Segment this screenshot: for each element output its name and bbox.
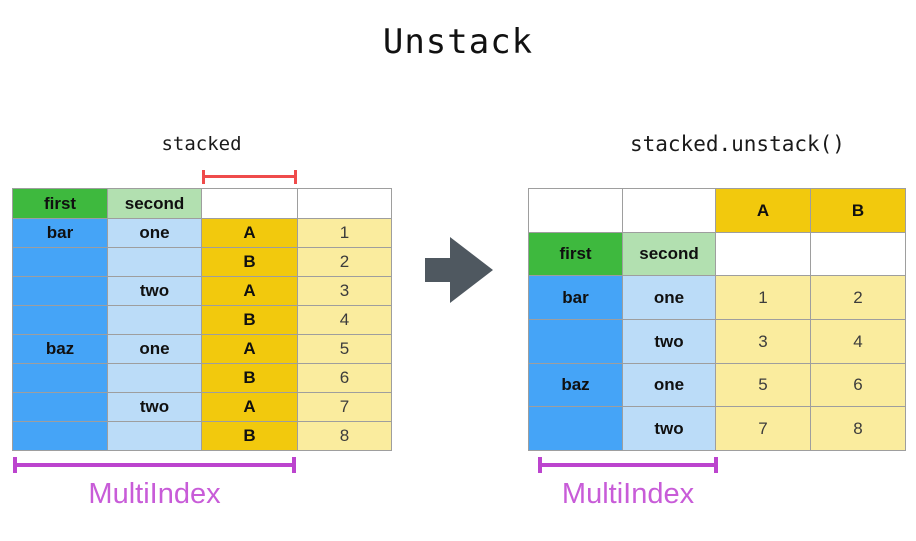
multiindex-bracket-left: [13, 457, 296, 473]
bracket-line: [13, 463, 296, 467]
index-cell: [108, 422, 202, 451]
value-cell: 1: [716, 276, 811, 320]
bracket-tick: [714, 457, 718, 473]
index-cell: bar: [529, 276, 623, 320]
index-cell: A: [202, 335, 298, 364]
index-cell: [529, 320, 623, 364]
index-cell: [13, 306, 108, 335]
index-cell: A: [202, 393, 298, 422]
multiindex-label-left: MultiIndex: [88, 478, 221, 510]
index-cell: [13, 277, 108, 306]
stacked-table: first second bar one A 1 B 2 two A 3 B 4…: [12, 188, 392, 451]
index-cell: B: [202, 364, 298, 393]
index-cell: two: [623, 320, 716, 364]
header-cell: first: [529, 233, 623, 276]
bracket-tick: [292, 457, 296, 473]
index-cell: B: [202, 248, 298, 277]
index-cell: B: [202, 422, 298, 451]
value-cell: 5: [298, 335, 392, 364]
index-cell: baz: [13, 335, 108, 364]
multiindex-label-right: MultiIndex: [561, 478, 695, 510]
value-cell: 5: [716, 364, 811, 407]
bracket-line: [202, 175, 297, 178]
value-cell: 7: [716, 407, 811, 451]
index-cell: two: [108, 277, 202, 306]
index-cell: [13, 393, 108, 422]
index-cell: one: [623, 276, 716, 320]
index-cell: baz: [529, 364, 623, 407]
header-cell: B: [811, 189, 906, 233]
index-cell: B: [202, 306, 298, 335]
header-cell: first: [13, 189, 108, 219]
index-cell: one: [108, 219, 202, 248]
bracket-line: [538, 463, 718, 467]
value-cell: 4: [298, 306, 392, 335]
value-cell: 2: [298, 248, 392, 277]
index-cell: [108, 248, 202, 277]
index-cell: A: [202, 219, 298, 248]
index-cell: [108, 364, 202, 393]
index-cell: one: [623, 364, 716, 407]
value-cell: 7: [298, 393, 392, 422]
header-cell: [202, 189, 298, 219]
header-cell: [716, 233, 811, 276]
value-cell: 6: [811, 364, 906, 407]
value-cell: 8: [298, 422, 392, 451]
index-cell: A: [202, 277, 298, 306]
unstacked-table: A B first second bar one 1 2 two 3 4 baz…: [528, 188, 906, 451]
page-title: Unstack: [382, 22, 534, 62]
stacked-column-bracket: [202, 170, 297, 184]
index-cell: [529, 407, 623, 451]
header-cell: [529, 189, 623, 233]
index-cell: two: [623, 407, 716, 451]
unstack-caption: stacked.unstack(): [630, 132, 845, 156]
value-cell: 3: [298, 277, 392, 306]
header-cell: second: [108, 189, 202, 219]
stacked-caption: stacked: [161, 133, 242, 155]
header-cell: A: [716, 189, 811, 233]
header-cell: second: [623, 233, 716, 276]
index-cell: bar: [13, 219, 108, 248]
value-cell: 2: [811, 276, 906, 320]
header-cell: [298, 189, 392, 219]
index-cell: one: [108, 335, 202, 364]
header-cell: [811, 233, 906, 276]
multiindex-bracket-right: [538, 457, 718, 473]
unstack-arrow-icon: [425, 237, 493, 303]
index-cell: two: [108, 393, 202, 422]
index-cell: [13, 422, 108, 451]
value-cell: 4: [811, 320, 906, 364]
value-cell: 6: [298, 364, 392, 393]
value-cell: 3: [716, 320, 811, 364]
index-cell: [108, 306, 202, 335]
index-cell: [13, 248, 108, 277]
index-cell: [13, 364, 108, 393]
header-cell: [623, 189, 716, 233]
value-cell: 8: [811, 407, 906, 451]
value-cell: 1: [298, 219, 392, 248]
bracket-tick: [294, 170, 297, 184]
